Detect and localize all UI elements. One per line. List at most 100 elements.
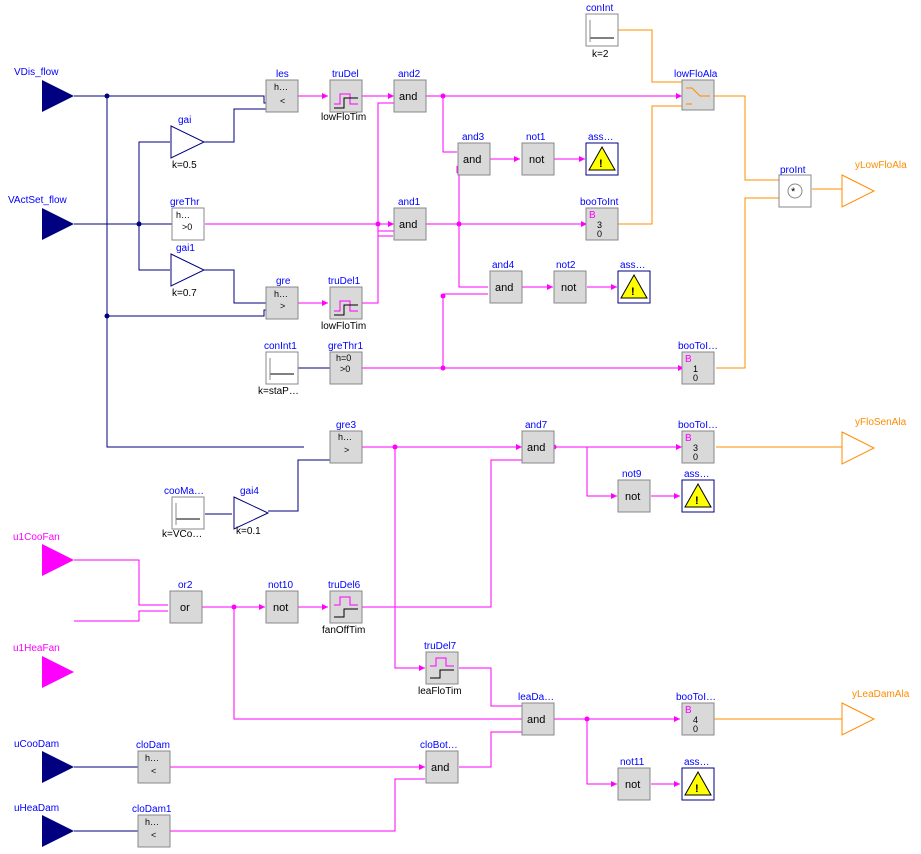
block-ass2[interactable]: ! ass… [617, 260, 651, 304]
block-name: greThr [170, 197, 200, 208]
block-not10[interactable]: not10 not [265, 580, 299, 624]
block-name: truDel1 [328, 276, 361, 287]
output-label: yLowFloAla [855, 160, 907, 171]
block-gai4[interactable]: gai4 k=0.1 [233, 486, 270, 537]
block-bootoint1[interactable]: booToI… B 1 0 [678, 341, 718, 385]
block-and3[interactable]: and3 and [457, 132, 491, 176]
block-trudel1[interactable]: truDel1 lowFloTim [321, 276, 366, 332]
svg-text:h…: h… [274, 82, 288, 92]
block-not2[interactable]: not2 not [553, 260, 587, 304]
block-ass4[interactable]: ! ass… [681, 757, 715, 801]
block-name: truDel [332, 69, 359, 80]
block-not11[interactable]: not11 not [617, 757, 651, 801]
block-clodam[interactable]: cloDam h… < [136, 740, 171, 784]
block-and4[interactable]: and4 and [489, 260, 523, 304]
block-and1[interactable]: and1 and [393, 197, 427, 241]
block-bootoint3[interactable]: booToI… B 4 0 [676, 692, 716, 736]
integer-output-triangle-icon [841, 174, 876, 208]
block-gai1[interactable]: gai1 k=0.7 [170, 243, 206, 299]
block-clodam1[interactable]: cloDam1 h… < [132, 804, 172, 848]
svg-text:>0: >0 [182, 222, 192, 232]
svg-text:h…: h… [176, 210, 190, 220]
svg-text:B: B [685, 433, 692, 444]
block-name: and2 [398, 69, 421, 80]
svg-text:and: and [463, 154, 481, 166]
block-gre[interactable]: gre h… > [265, 276, 299, 320]
block-name: and4 [492, 260, 515, 271]
boolean-input-triangle-icon [42, 656, 74, 688]
block-and2[interactable]: and2 and [393, 69, 427, 113]
output-label: yLeaDamAla [852, 689, 910, 700]
block-name: gre3 [336, 420, 356, 431]
block-grethr[interactable]: greThr h… >0 [170, 197, 205, 241]
block-name: booToInt [580, 197, 619, 208]
block-coomax[interactable]: cooMa… k=VCo… [162, 486, 205, 540]
warning-triangle-icon [684, 482, 712, 508]
block-name: booToI… [678, 420, 718, 431]
real-signal-wires [74, 93, 332, 832]
block-les[interactable]: les h… < [265, 69, 299, 113]
svg-text:1: 1 [693, 364, 698, 374]
svg-text:h…: h… [338, 432, 352, 442]
block-name: proInt [780, 165, 806, 176]
input-uheadam[interactable]: uHeaDam [14, 803, 74, 847]
warning-triangle-icon [620, 273, 648, 299]
input-vdis-flow[interactable]: VDis_flow [14, 67, 74, 112]
block-bootoint[interactable]: booToInt B 3 0 [580, 197, 619, 241]
svg-text:<: < [280, 96, 285, 106]
multiply-icon: * [791, 186, 796, 198]
block-param: lowFloTim [321, 112, 366, 123]
block-or2[interactable]: or2 or [169, 580, 203, 624]
input-u1heafan[interactable]: u1HeaFan [13, 643, 74, 688]
block-leadam[interactable]: leaDa… and [518, 692, 555, 736]
block-name: truDel7 [424, 641, 457, 652]
input-u1coofan[interactable]: u1CooFan [13, 532, 74, 576]
block-gre3[interactable]: gre3 h… > [329, 420, 363, 464]
svg-text:and: and [399, 219, 417, 231]
real-input-triangle-icon [42, 80, 74, 112]
block-trudel7[interactable]: truDel7 leaFloTim [418, 641, 462, 697]
svg-text:!: ! [631, 286, 635, 298]
svg-text:not: not [625, 779, 640, 791]
svg-text:B: B [589, 210, 596, 221]
block-name: not2 [556, 260, 576, 271]
svg-text:<: < [151, 830, 156, 840]
block-name: ass… [620, 260, 646, 271]
output-yflosenala[interactable]: yFloSenAla [841, 417, 907, 465]
input-ucoodam[interactable]: uCooDam [14, 739, 74, 783]
block-conint[interactable]: conInt k=2 [585, 3, 619, 60]
block-and7[interactable]: and7 and [521, 420, 555, 464]
boolean-input-triangle-icon [42, 544, 74, 576]
block-name: and3 [462, 132, 485, 143]
input-vactset-flow[interactable]: VActSet_flow [8, 195, 74, 240]
output-yleadamala[interactable]: yLeaDamAla [841, 689, 910, 736]
block-conint1[interactable]: conInt1 k=staP… [258, 341, 299, 397]
block-clobot[interactable]: cloBot… and [420, 740, 459, 784]
block-not9[interactable]: not9 not [617, 469, 651, 513]
block-grethr1[interactable]: greThr1 h=0 >0 [328, 341, 363, 385]
svg-text:not: not [273, 602, 288, 614]
block-gai[interactable]: gai k=0.5 [170, 115, 206, 171]
block-name: gai4 [240, 486, 259, 497]
block-trudel[interactable]: truDel lowFloTim [321, 69, 366, 123]
integer-output-triangle-icon [841, 431, 876, 465]
svg-text:and: and [431, 762, 449, 774]
block-name: conInt [586, 3, 613, 14]
block-ass3[interactable]: ! ass… [681, 469, 715, 513]
block-param: k=staP… [258, 386, 299, 397]
input-label: uCooDam [14, 739, 59, 750]
block-bootoint2[interactable]: booToI… B 3 0 [678, 420, 718, 464]
svg-text:<: < [151, 766, 156, 776]
block-ass1[interactable]: ! ass… [585, 132, 619, 176]
svg-text:0: 0 [693, 373, 698, 383]
warning-triangle-icon [684, 770, 712, 796]
svg-text:B: B [685, 705, 692, 716]
svg-text:0: 0 [597, 229, 602, 239]
output-ylowfloala[interactable]: yLowFloAla [841, 160, 907, 208]
block-proint[interactable]: * proInt [778, 165, 812, 208]
block-not1[interactable]: not1 not [521, 132, 555, 176]
block-lowfloala[interactable]: lowFloAla [674, 69, 718, 111]
block-trudel6[interactable]: truDel6 fanOffTim [322, 580, 365, 636]
block-name: cooMa… [164, 486, 204, 497]
